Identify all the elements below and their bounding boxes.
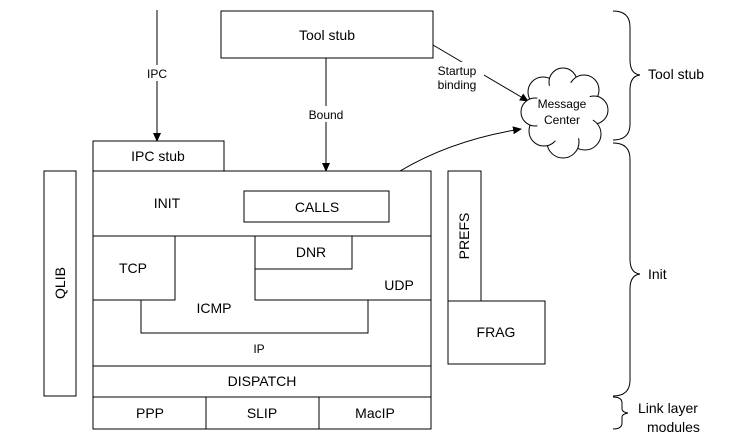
slip-label: SLIP [247, 405, 277, 421]
calls-label: CALLS [295, 199, 339, 215]
ip-label: IP [253, 342, 264, 356]
ppp-box [92, 396, 207, 430]
macip-box [318, 396, 432, 430]
tool-stub-brace [612, 10, 641, 141]
ip-region-outline [93, 299, 431, 334]
startup-binding-label-line2: binding [438, 78, 477, 92]
init-brace-label: Init [648, 266, 667, 282]
dnr-label: DNR [296, 244, 326, 260]
ipc-label: IPC [147, 67, 167, 81]
message-center-label-line1: Message [538, 97, 587, 111]
message-center-cloud [520, 67, 609, 159]
startup-binding-label-bg [432, 62, 484, 92]
ipc-label-bg [143, 65, 171, 81]
frag-label: FRAG [477, 324, 516, 340]
prefs-frag-outline [447, 170, 546, 365]
tool-stub-brace-label: Tool stub [648, 66, 704, 82]
link-layer-brace [612, 396, 629, 430]
tool-stub-box [220, 10, 434, 59]
ppp-label: PPP [136, 405, 164, 421]
qlib-box [43, 170, 77, 397]
tcp-label: TCP [119, 260, 147, 276]
tcp-box-outline [141, 236, 176, 301]
udp-box-outline [254, 236, 368, 301]
udp-label: UDP [384, 277, 414, 293]
prefs-label: PREFS [456, 213, 472, 260]
calls-box [243, 190, 390, 223]
init-label: INIT [154, 195, 181, 211]
bound-label: Bound [309, 108, 344, 122]
tool-stub-label: Tool stub [299, 27, 355, 43]
message-center-label-line2: Center [544, 113, 580, 127]
init-brace [612, 142, 641, 397]
slip-box [205, 396, 320, 430]
macip-label: MacIP [355, 405, 395, 421]
link-layer-brace-label-line1: Link layer [638, 400, 698, 416]
ipc-stub-label: IPC stub [131, 148, 185, 164]
dnr-box-outline [255, 236, 353, 270]
icmp-label: ICMP [197, 300, 232, 316]
bound-label-bg [304, 106, 348, 122]
startup-binding-label-line1: Startup [438, 64, 477, 78]
qlib-label: QLIB [52, 267, 68, 299]
ipc-stub-box [92, 140, 225, 172]
init-to-message-center-arrow [399, 126, 522, 172]
dispatch-box [92, 365, 432, 398]
link-layer-brace-label-line2: modules [647, 419, 700, 435]
dispatch-label: DISPATCH [228, 373, 297, 389]
